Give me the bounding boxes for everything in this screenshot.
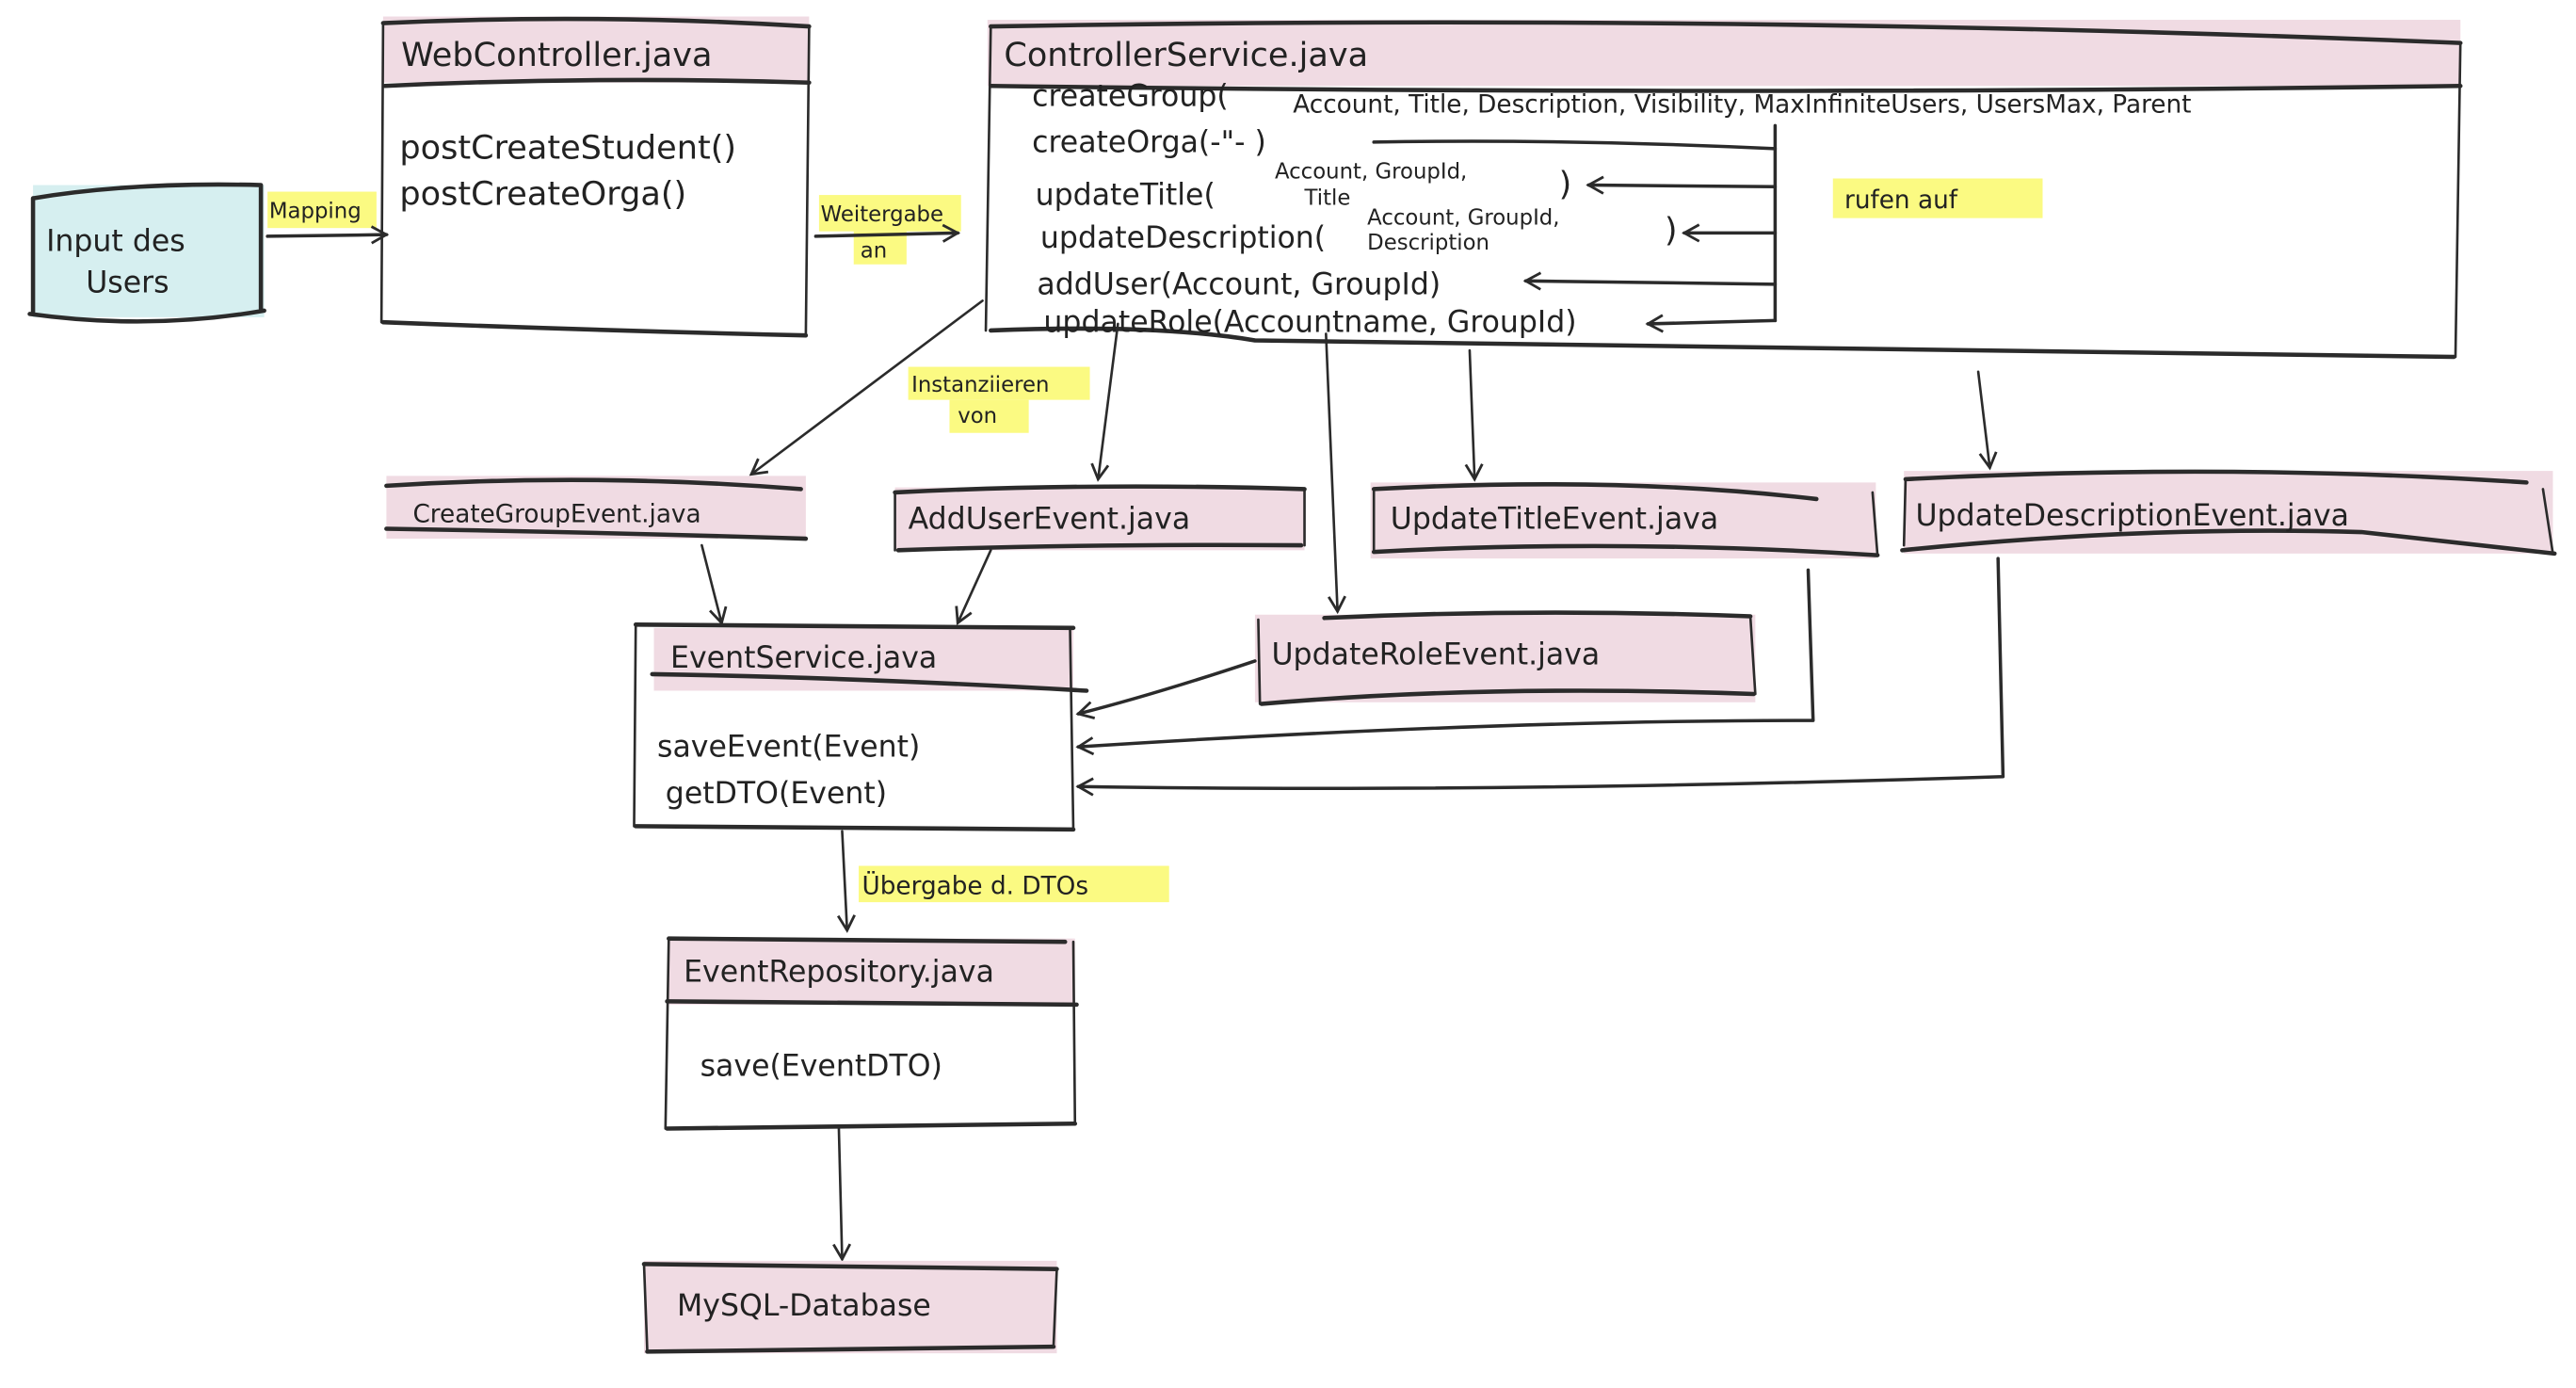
arrow-to-database xyxy=(832,1127,852,1263)
method-update-title: updateTitle( xyxy=(1036,179,1216,213)
update-title-event-box: UpdateTitleEvent.java xyxy=(1370,482,1880,559)
web-controller-method: postCreateStudent() xyxy=(399,128,736,167)
event-service-method: saveEvent(Event) xyxy=(657,731,920,765)
update-description-event-label: UpdateDescriptionEvent.java xyxy=(1915,499,2349,533)
add-user-event-box: AddUserEvent.java xyxy=(893,484,1307,553)
web-controller-method: postCreateOrga() xyxy=(399,175,686,214)
update-description-params-2: Description xyxy=(1367,231,1489,255)
method-update-description: updateDescription( xyxy=(1040,221,1326,255)
event-service-title: EventService.java xyxy=(670,641,937,675)
arrow-add-user-to-service xyxy=(955,549,992,626)
arrow-to-add-user xyxy=(1090,322,1119,482)
database-box: MySQL-Database xyxy=(641,1260,1059,1354)
update-title-params-2: Title xyxy=(1304,186,1351,211)
method-create-orga: createOrga(-"- ) xyxy=(1032,125,1266,159)
method-add-user: addUser(Account, GroupId) xyxy=(1037,267,1441,301)
arrow-create-group-to-service xyxy=(700,543,728,626)
update-role-event-label: UpdateRoleEvent.java xyxy=(1271,638,1600,671)
arrow-update-title-to-service xyxy=(1075,568,1815,756)
paren: ) xyxy=(1665,211,1678,250)
update-description-params: Account, GroupId, xyxy=(1367,206,1559,231)
mapping-highlight xyxy=(267,191,377,229)
controller-service-title: ControllerService.java xyxy=(1004,36,1368,74)
update-title-params: Account, GroupId, xyxy=(1275,160,1467,185)
arrow-update-description-to-service xyxy=(1075,557,2005,797)
event-repository-method: save(EventDTO) xyxy=(700,1049,942,1083)
instanziieren-label-2: von xyxy=(958,404,997,428)
rufen-auf-highlight xyxy=(1832,178,2043,218)
create-group-params: Account, Title, Description, Visibility,… xyxy=(1293,90,2191,119)
event-service-box: EventService.java saveEvent(Event) getDT… xyxy=(633,622,1089,832)
web-controller-title: WebController.java xyxy=(401,36,712,74)
weitergabe-arrow xyxy=(813,223,961,243)
event-repository-title: EventRepository.java xyxy=(684,955,994,989)
arrow-update-role-to-service xyxy=(1075,659,1257,720)
weitergabe-highlight xyxy=(818,195,961,232)
method-create-group: createGroup( xyxy=(1032,79,1229,113)
arrow-to-create-group xyxy=(749,299,984,476)
update-title-event-label: UpdateTitleEvent.java xyxy=(1391,503,1718,537)
update-description-event-box: UpdateDescriptionEvent.java xyxy=(1900,469,2557,557)
input-box: Input des Users xyxy=(27,182,266,324)
arrow-to-update-title xyxy=(1464,348,1484,482)
input-label-line1: Input des xyxy=(46,225,185,259)
instanziieren-label: Instanziieren xyxy=(911,373,1049,397)
paren: ) xyxy=(1559,165,1572,203)
create-group-event-label: CreateGroupEvent.java xyxy=(412,500,700,528)
rufen-auf-label: rufen auf xyxy=(1844,186,1958,215)
create-group-event-box: CreateGroupEvent.java xyxy=(384,476,809,541)
uebergabe-label: Übergabe d. DTOs xyxy=(862,870,1089,900)
method-update-role: updateRole(Accountname, GroupId) xyxy=(1043,306,1576,340)
event-repository-box: EventRepository.java save(EventDTO) xyxy=(664,936,1079,1131)
web-controller-box: WebController.java postCreateStudent() p… xyxy=(379,16,812,338)
uebergabe-highlight xyxy=(859,865,1169,903)
mapping-label: Mapping xyxy=(269,200,362,224)
mapping-arrow xyxy=(266,225,390,245)
controller-service-box: ControllerService.java createGroup( Acco… xyxy=(984,20,2463,360)
arrow-to-repository xyxy=(836,830,856,933)
arrow-to-update-role xyxy=(1325,332,1346,615)
weitergabe-label-2: an xyxy=(861,239,887,264)
database-label: MySQL-Database xyxy=(677,1289,931,1323)
weitergabe-label: Weitergabe xyxy=(821,202,943,227)
input-label-line2: Users xyxy=(86,266,169,300)
event-service-method: getDTO(Event) xyxy=(666,777,887,811)
update-role-event-box: UpdateRoleEvent.java xyxy=(1254,610,1757,706)
add-user-event-label: AddUserEvent.java xyxy=(909,503,1191,537)
arrow-to-update-description xyxy=(1976,370,1998,471)
